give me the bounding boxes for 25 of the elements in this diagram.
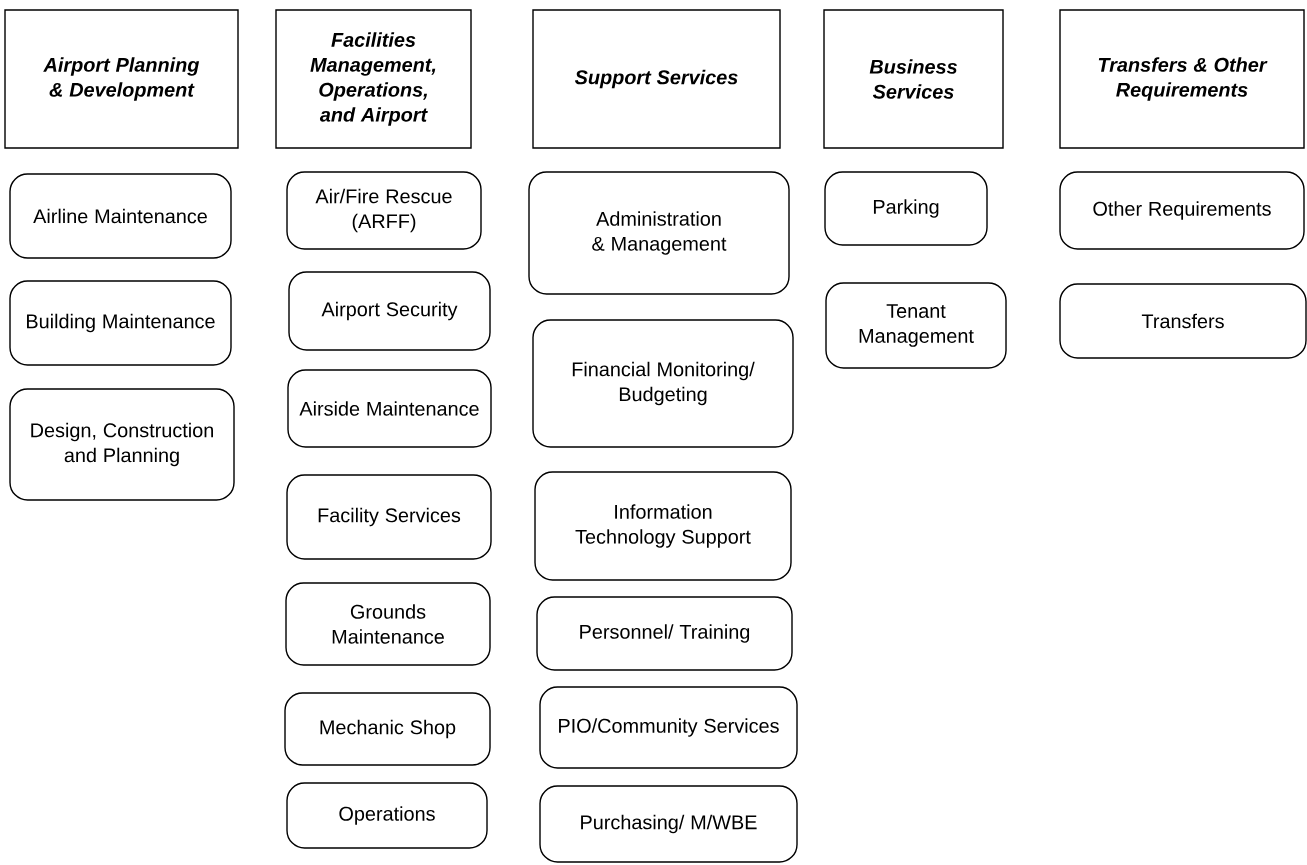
item-box: Personnel/ Training	[536, 596, 793, 671]
item-box: Operations	[286, 782, 488, 849]
item-box: Parking	[824, 171, 988, 246]
item-box: PIO/Community Services	[539, 686, 798, 769]
heading-box: Support Services	[532, 9, 781, 149]
item-box: Air/Fire Rescue (ARFF)	[286, 171, 482, 250]
item-box: Facility Services	[286, 474, 492, 560]
item-box: Mechanic Shop	[284, 692, 491, 766]
item-box: Information Technology Support	[534, 471, 792, 581]
item-box: Airline Maintenance	[9, 173, 232, 259]
item-box: Building Maintenance	[9, 280, 232, 366]
heading-box: Business Services	[823, 9, 1004, 149]
item-box: Administration & Management	[528, 171, 790, 295]
item-box: Other Requirements	[1059, 171, 1305, 250]
item-box: Purchasing/ M/WBE	[539, 785, 798, 863]
item-box: Design, Construction and Planning	[9, 388, 235, 501]
item-box: Tenant Management	[825, 282, 1007, 369]
item-box: Grounds Maintenance	[285, 582, 491, 666]
heading-box: Transfers & Other Requirements	[1059, 9, 1305, 149]
heading-box: Facilities Management, Operations, and Airport	[275, 9, 472, 149]
item-box: Airside Maintenance	[287, 369, 492, 448]
item-box: Airport Security	[288, 271, 491, 351]
heading-box: Airport Planning & Development	[4, 9, 239, 149]
item-box: Financial Monitoring/ Budgeting	[532, 319, 794, 448]
item-box: Transfers	[1059, 283, 1307, 359]
